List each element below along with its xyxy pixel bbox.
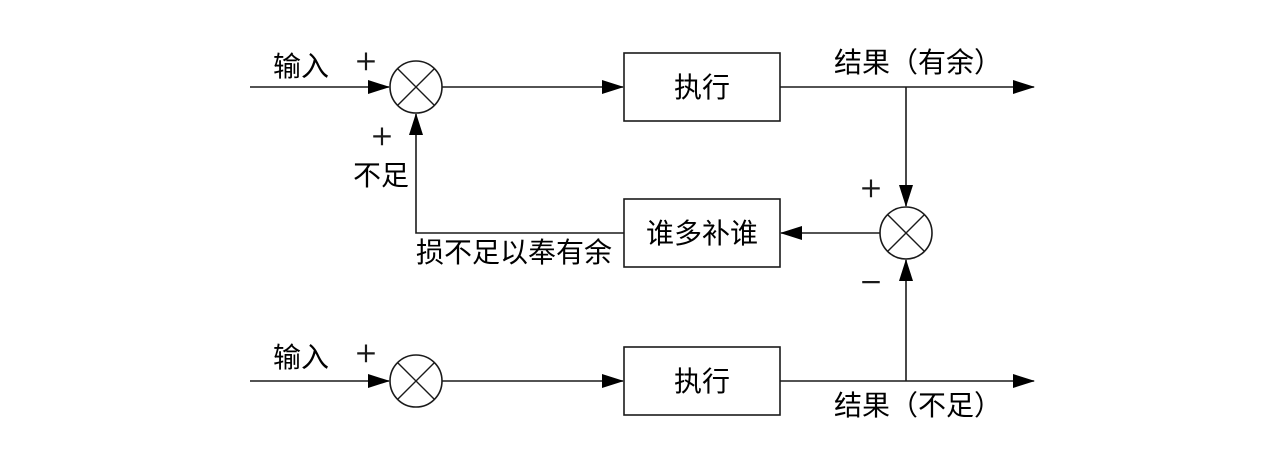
summing-junction-top: [389, 60, 443, 114]
summing-junction-bottom: [389, 354, 443, 408]
wire-feedback-to-junction1: [409, 113, 624, 234]
input-bottom-label: 输入: [273, 341, 329, 374]
cross-icon: [887, 214, 925, 252]
comparator-junction: [879, 206, 933, 260]
block-execute-bottom: 执行: [623, 346, 781, 416]
block-execute-bottom-label: 执行: [674, 365, 730, 398]
feedback-caption-label: 损不足以奉有余: [416, 236, 612, 269]
plus-sign-input-top: +: [354, 44, 377, 77]
minus-sign-comparator: −: [859, 265, 882, 298]
block-execute-top-label: 执行: [674, 71, 730, 104]
result-top-label: 结果（有余）: [834, 46, 1002, 79]
cross-icon: [397, 68, 435, 106]
plus-sign-input-bottom: +: [354, 336, 377, 369]
input-top-label: 输入: [273, 50, 329, 83]
result-bottom-label: 结果（不足）: [834, 389, 1002, 422]
cross-icon: [397, 362, 435, 400]
block-compensator: 谁多补谁: [623, 198, 781, 268]
block-compensator-label: 谁多补谁: [646, 217, 758, 250]
block-execute-top: 执行: [623, 52, 781, 122]
plus-sign-comparator: +: [859, 171, 882, 204]
insufficient-label: 不足: [353, 159, 409, 192]
plus-sign-feedback: +: [370, 119, 393, 152]
